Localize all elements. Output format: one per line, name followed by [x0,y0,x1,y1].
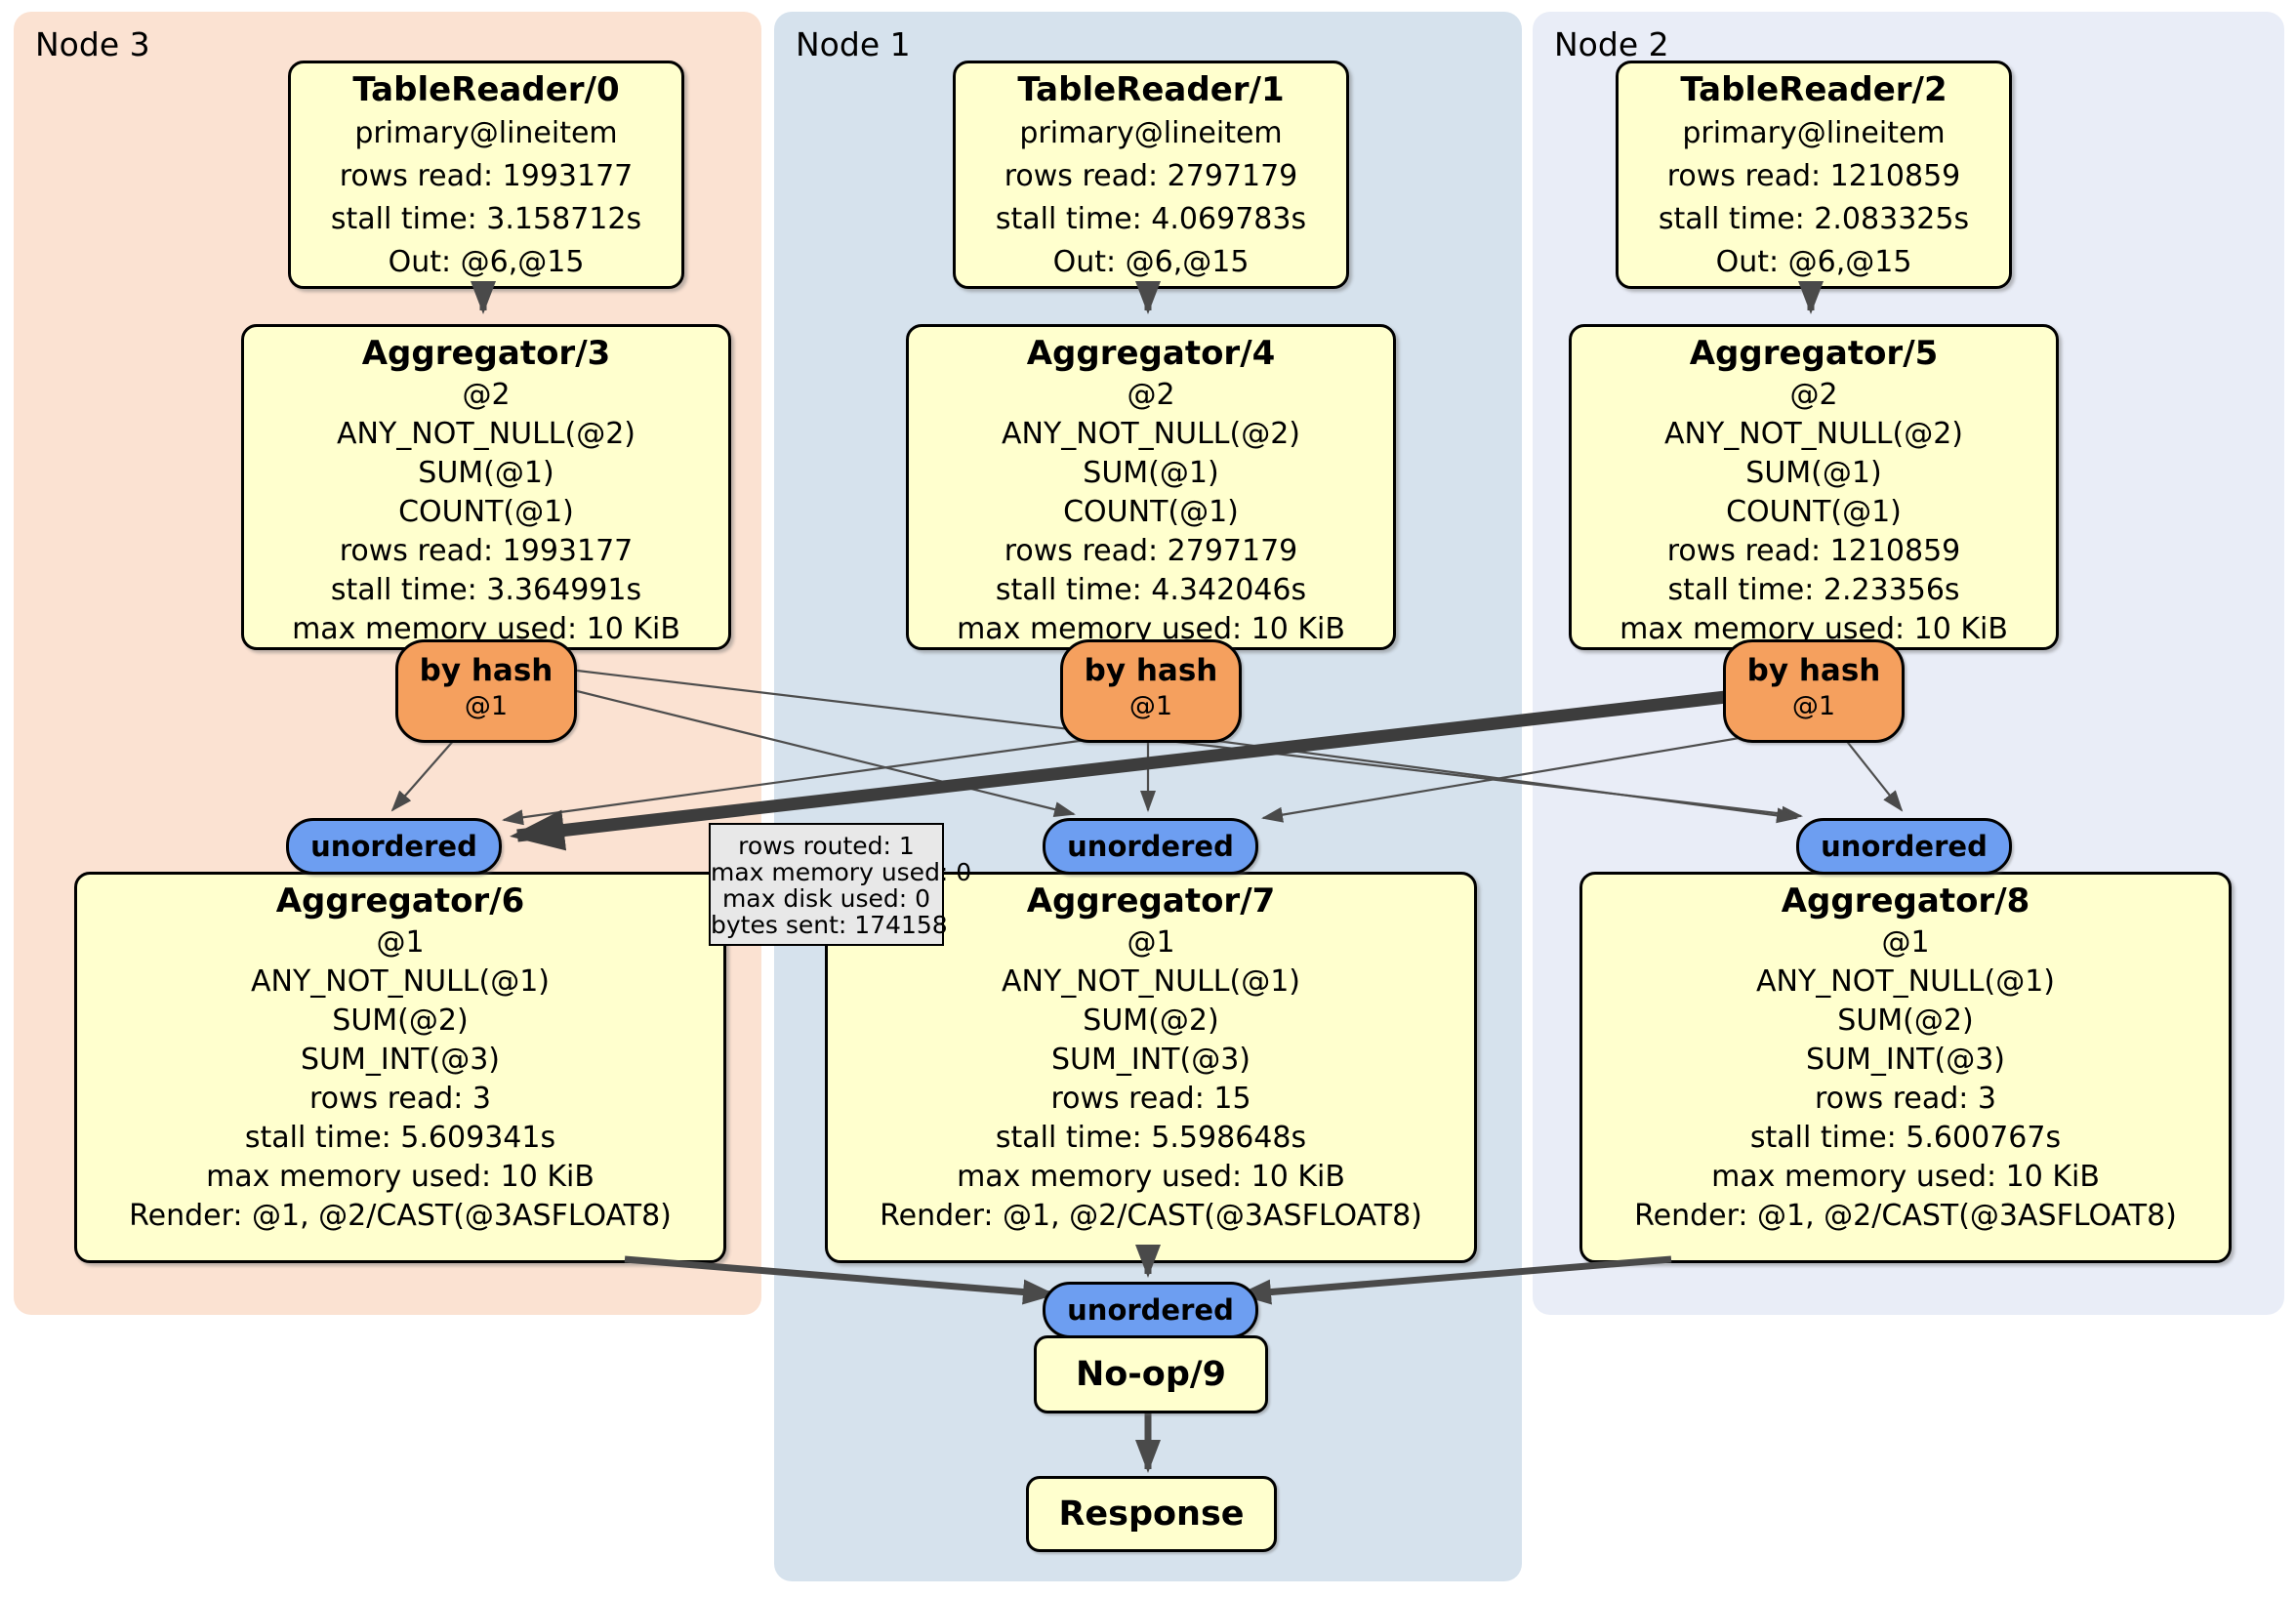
processor-title: TableReader/2 [1680,70,1948,109]
tooltip-line: max memory used: 0 [711,858,972,886]
processor-aggregator-4: Aggregator/4 @2 ANY_NOT_NULL(@2) SUM(@1)… [906,324,1396,650]
detail-line: stall time: 5.609341s [244,1121,556,1155]
router-detail: @1 [464,691,509,721]
router-by-hash-node2: by hash @1 [1723,639,1905,743]
detail-line: max memory used: 10 KiB [957,1160,1345,1194]
detail-line: SUM(@2) [1083,1003,1219,1038]
processor-title: Aggregator/7 [1026,881,1276,921]
router-detail: @1 [1128,691,1173,721]
processor-aggregator-6: Aggregator/6 @1 ANY_NOT_NULL(@1) SUM(@2)… [74,872,726,1263]
processor-noop-9: No-op/9 [1034,1335,1268,1413]
detail-line: primary@lineitem [1019,116,1283,150]
detail-line: @1 [376,925,425,960]
processor-tablereader-0: TableReader/0 primary@lineitem rows read… [288,61,684,289]
stream-unordered-final: unordered [1043,1282,1258,1338]
detail-line: @2 [1127,378,1175,412]
region-label-node1: Node 1 [796,25,911,63]
detail-line: SUM(@1) [1745,456,1882,490]
detail-line: max memory used: 10 KiB [206,1160,594,1194]
detail-line: stall time: 2.23356s [1667,573,1960,607]
processor-title: Aggregator/6 [275,881,525,921]
detail-line: rows read: 2797179 [1004,159,1298,193]
detail-line: ANY_NOT_NULL(@2) [337,417,636,451]
processor-title: TableReader/0 [352,70,620,109]
detail-line: ANY_NOT_NULL(@1) [251,964,550,999]
detail-line: ANY_NOT_NULL(@2) [1664,417,1963,451]
detail-line: @2 [462,378,511,412]
detail-line: stall time: 4.069783s [995,202,1307,236]
processor-tablereader-1: TableReader/1 primary@lineitem rows read… [953,61,1349,289]
region-label-node3: Node 3 [35,25,150,63]
processor-title: No-op/9 [1075,1355,1227,1394]
detail-line: Out: @6,@15 [1052,245,1250,279]
detail-line: @2 [1789,378,1838,412]
processor-response: Response [1026,1476,1277,1552]
stream-unordered-node1: unordered [1043,818,1258,875]
detail-line: rows read: 3 [1814,1082,1997,1116]
detail-line: SUM_INT(@3) [301,1043,500,1077]
detail-line: Out: @6,@15 [388,245,585,279]
detail-line: stall time: 4.342046s [995,573,1307,607]
detail-line: SUM(@1) [1083,456,1219,490]
tooltip-line: max disk used: 0 [721,884,931,913]
detail-line: rows read: 1993177 [339,534,634,568]
processor-title: TableReader/1 [1017,70,1285,109]
processor-title: Aggregator/5 [1689,334,1939,373]
tooltip-line: bytes sent: 174158 [711,911,948,939]
router-label: by hash [1084,653,1218,688]
detail-line: COUNT(@1) [1726,495,1902,529]
detail-line: primary@lineitem [1682,116,1946,150]
router-label: by hash [419,653,554,688]
detail-line: ANY_NOT_NULL(@1) [1002,964,1300,999]
detail-line: stall time: 3.158712s [330,202,642,236]
detail-line: rows read: 1993177 [339,159,634,193]
router-by-hash-node1: by hash @1 [1060,639,1242,743]
detail-line: rows read: 1210859 [1666,534,1961,568]
detail-line: max memory used: 10 KiB [1711,1160,2100,1194]
detail-line: @1 [1881,925,1930,960]
detail-line: rows read: 2797179 [1004,534,1298,568]
stream-unordered-node2: unordered [1796,818,2012,875]
detail-line: SUM_INT(@3) [1806,1043,2005,1077]
tooltip-line: rows routed: 1 [738,832,915,860]
detail-line: stall time: 5.600767s [1749,1121,2062,1155]
router-label: by hash [1746,653,1881,688]
detail-line: SUM(@2) [332,1003,469,1038]
processor-tablereader-2: TableReader/2 primary@lineitem rows read… [1616,61,2012,289]
detail-line: stall time: 3.364991s [330,573,642,607]
detail-line: Render: @1, @2/CAST(@3ASFLOAT8) [1634,1199,2177,1233]
detail-line: ANY_NOT_NULL(@1) [1756,964,2055,999]
processor-title: Aggregator/8 [1781,881,2030,921]
detail-line: ANY_NOT_NULL(@2) [1002,417,1300,451]
processor-title: Aggregator/3 [361,334,611,373]
stream-unordered-node3: unordered [286,818,502,875]
router-by-hash-node3: by hash @1 [395,639,577,743]
detail-line: COUNT(@1) [398,495,574,529]
detail-line: SUM_INT(@3) [1051,1043,1250,1077]
detail-line: Render: @1, @2/CAST(@3ASFLOAT8) [880,1199,1422,1233]
detail-line: Render: @1, @2/CAST(@3ASFLOAT8) [129,1199,672,1233]
detail-line: Out: @6,@15 [1715,245,1912,279]
detail-line: rows read: 1210859 [1666,159,1961,193]
detail-line: rows read: 15 [1050,1082,1251,1116]
processor-aggregator-5: Aggregator/5 @2 ANY_NOT_NULL(@2) SUM(@1)… [1569,324,2059,650]
router-detail: @1 [1791,691,1836,721]
detail-line: SUM(@1) [418,456,554,490]
edge-tooltip: rows routed: 1 max memory used: 0 max di… [709,823,972,946]
detail-line: stall time: 2.083325s [1658,202,1970,236]
detail-line: COUNT(@1) [1063,495,1239,529]
detail-line: rows read: 3 [308,1082,492,1116]
region-label-node2: Node 2 [1554,25,1669,63]
processor-title: Response [1058,1495,1245,1534]
processor-aggregator-3: Aggregator/3 @2 ANY_NOT_NULL(@2) SUM(@1)… [241,324,731,650]
detail-line: @1 [1127,925,1175,960]
detail-line: stall time: 5.598648s [995,1121,1307,1155]
detail-line: primary@lineitem [354,116,618,150]
processor-title: Aggregator/4 [1026,334,1276,373]
processor-aggregator-8: Aggregator/8 @1 ANY_NOT_NULL(@1) SUM(@2)… [1579,872,2232,1263]
detail-line: SUM(@2) [1837,1003,1974,1038]
